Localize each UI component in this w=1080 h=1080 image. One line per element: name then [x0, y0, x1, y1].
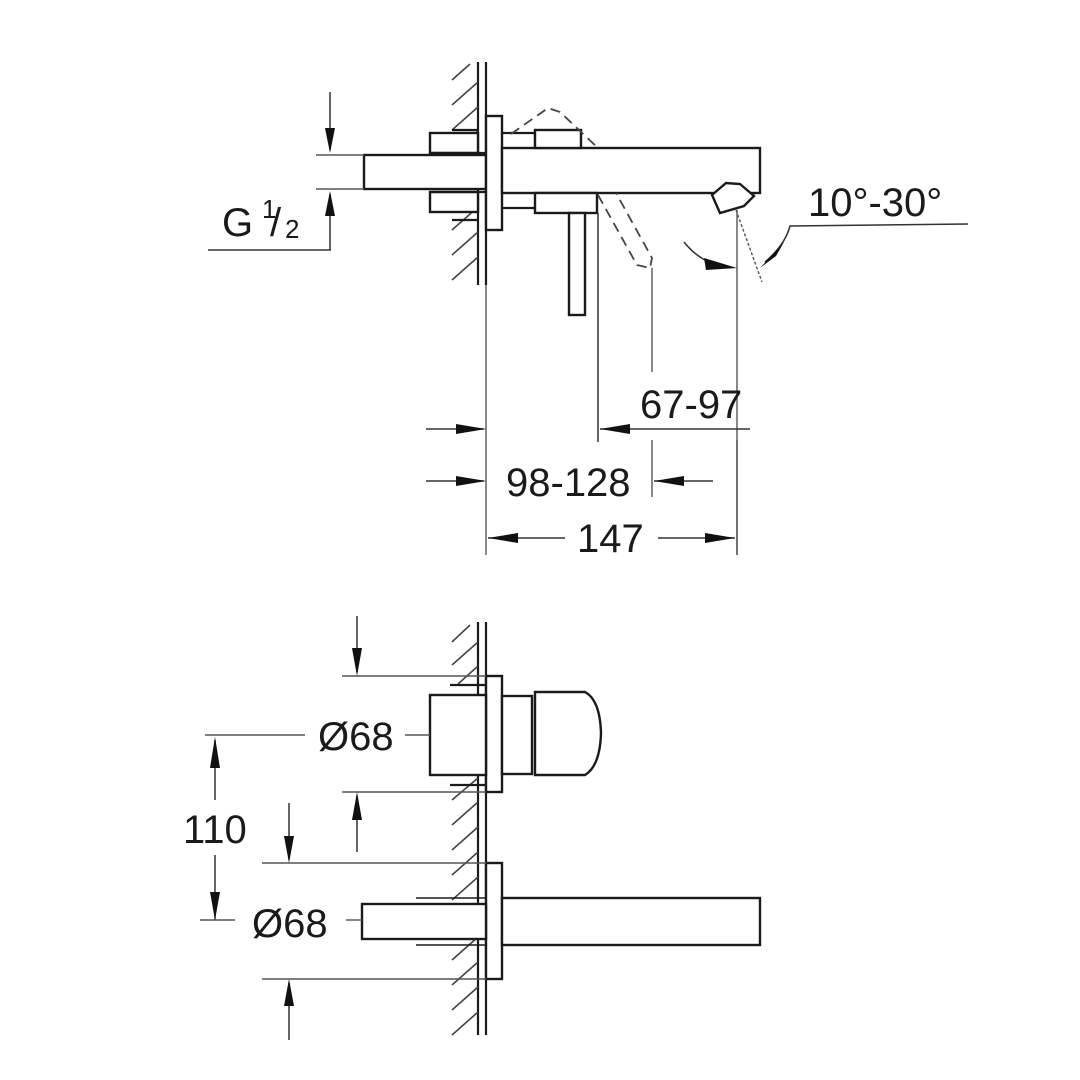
dim-angle: 10°-30° [683, 181, 969, 555]
aerator [710, 181, 756, 215]
dim-total-length: 147 [488, 517, 735, 561]
handle-lever [567, 211, 587, 317]
mixer-plate [484, 674, 504, 794]
bottom-view: Ø68 110 Ø68 [183, 616, 762, 1040]
label-handle-reach: 98-128 [506, 461, 631, 505]
label-spout-reach: 67-97 [640, 383, 742, 427]
inlet-sleeve-lower [428, 190, 480, 214]
inlet-pipe [362, 153, 488, 191]
spout-body [500, 896, 762, 947]
label-thread-num: 1 [262, 194, 276, 224]
label-thread: G [222, 201, 253, 245]
label-diameter-upper: Ø68 [318, 715, 394, 759]
spout-inlet-pipe [360, 902, 488, 941]
spout [500, 146, 762, 195]
dim-spout-reach: 67-97 [426, 383, 750, 434]
handle-cap [533, 690, 603, 777]
label-angle: 10°-30° [808, 181, 942, 225]
top-view: G 1 / 2 10°-30° 67-97 [208, 62, 969, 561]
dim-thread: G 1 / 2 [208, 92, 364, 251]
dim-handle-reach: 98-128 [426, 461, 713, 505]
inlet-sleeve [428, 131, 480, 155]
dim-diameter-lower: Ø68 [252, 803, 486, 1040]
dim-diameter-upper: Ø68 [205, 616, 486, 852]
mixer-sleeve [428, 693, 488, 777]
handle-rotated-position [510, 107, 599, 149]
dim-spacing: 110 [183, 737, 247, 921]
spout-plate [484, 861, 504, 981]
label-total-length: 147 [577, 517, 644, 561]
label-thread-den: 2 [285, 214, 299, 244]
label-diameter-lower: Ø68 [252, 902, 328, 946]
label-thread-slash: / [270, 201, 282, 245]
wall-plate [484, 114, 504, 232]
label-spacing: 110 [183, 808, 247, 852]
